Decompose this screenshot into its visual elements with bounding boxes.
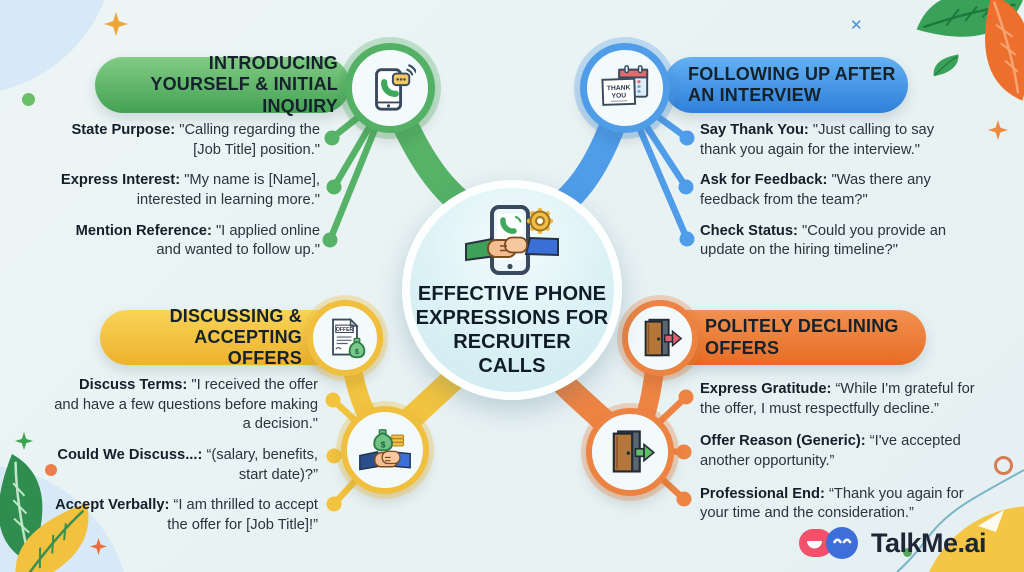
node-door-red bbox=[622, 300, 698, 376]
teal-curve bbox=[896, 469, 1024, 572]
leaf-icon bbox=[968, 0, 1024, 103]
talkme-logo-icon bbox=[799, 527, 858, 559]
list-item: State Purpose: "Calling regarding the [J… bbox=[56, 121, 320, 160]
center-title: EFFECTIVE PHONE EXPRESSIONS FOR RECRUITE… bbox=[416, 282, 609, 378]
door-exit-red-arrow-icon bbox=[644, 318, 683, 357]
section-header-following-up: FOLLOWING UP AFTER AN INTERVIEW bbox=[664, 57, 908, 113]
bullet-text: "My name is [Name], interested in learni… bbox=[136, 172, 320, 209]
money-handshake-icon: $ bbox=[359, 429, 411, 471]
section-header-introducing: INTRODUCING YOURSELF & INITIAL INQUIRY bbox=[95, 53, 350, 116]
center-title-line: CALLS bbox=[478, 355, 546, 377]
bullets-following-up: Say Thank You: "Just calling to say than… bbox=[700, 121, 960, 272]
list-item: Express Gratitude: “While I'm grateful f… bbox=[700, 380, 976, 419]
bullet-label: Express Gratitude: bbox=[700, 381, 832, 397]
section-header-offers: DISCUSSING & ACCEPTING OFFERS bbox=[100, 306, 352, 368]
section-title: POLITELY DECLINING OFFERS bbox=[705, 316, 899, 358]
node-money-handshake: $ bbox=[341, 406, 429, 494]
bullet-text: "I received the offer and have a few que… bbox=[54, 377, 318, 433]
cross-icon: ✕ bbox=[850, 17, 863, 34]
offer-letter-icon: OFFER $ bbox=[332, 317, 366, 359]
bullet-text: "Was there any feedback from the team?" bbox=[700, 172, 931, 209]
svg-text:YOU: YOU bbox=[611, 92, 626, 100]
bullet-label: Discuss Terms: bbox=[79, 377, 188, 393]
bullet-label: Could We Discuss...: bbox=[57, 447, 203, 464]
bullet-text: "Just calling to say thank you again for… bbox=[700, 122, 935, 158]
svg-text:$: $ bbox=[355, 347, 359, 356]
green-dot bbox=[903, 548, 912, 557]
bullet-label: Say Thank You: bbox=[700, 122, 809, 138]
bullets-declining: Express Gratitude: “While I'm grateful f… bbox=[700, 380, 976, 537]
node-door-green bbox=[586, 408, 674, 496]
leaf-icon bbox=[0, 498, 110, 572]
node-introducing bbox=[345, 43, 435, 133]
bullet-text: "Calling regarding the [Job Title] posit… bbox=[179, 122, 320, 158]
section-title: DISCUSSING & ACCEPTING OFFERS bbox=[169, 305, 302, 369]
section-title: INTRODUCING YOURSELF & INITIAL INQUIRY bbox=[150, 53, 338, 116]
phone-handshake-gear-icon bbox=[465, 205, 559, 275]
bullet-label: Check Status: bbox=[700, 222, 798, 239]
node-offer-letter: OFFER $ bbox=[307, 300, 383, 376]
bullet-text: "I applied online and wanted to follow u… bbox=[156, 222, 320, 259]
section-title: FOLLOWING UP AFTER AN INTERVIEW bbox=[688, 63, 896, 105]
center-title-line: EFFECTIVE PHONE bbox=[417, 283, 607, 305]
green-dot bbox=[22, 93, 35, 106]
svg-text:OFFER: OFFER bbox=[336, 327, 353, 333]
bullet-label: Mention Reference: bbox=[75, 222, 212, 239]
bullets-offers: Discuss Terms: "I received the offer and… bbox=[54, 376, 318, 547]
bullet-label: Express Interest: bbox=[60, 172, 181, 189]
list-item: Accept Verbally: “I am thrilled to accep… bbox=[54, 496, 318, 535]
bullet-text: “(salary, benefits, start date)?” bbox=[206, 447, 318, 483]
list-item: Say Thank You: "Just calling to say than… bbox=[700, 121, 960, 160]
bullet-label: State Purpose: bbox=[71, 122, 176, 138]
bullet-text: “Thank you again for your time and the c… bbox=[700, 485, 964, 522]
list-item: Professional End: “Thank you again for y… bbox=[700, 485, 976, 524]
bullet-label: Accept Verbally: bbox=[55, 497, 170, 514]
bullet-text: “While I'm grateful for the offer, I mus… bbox=[700, 381, 975, 417]
center-title-line: RECRUITER bbox=[453, 331, 571, 353]
center-hub: EFFECTIVE PHONE EXPRESSIONS FOR RECRUITE… bbox=[402, 180, 622, 400]
bullets-introducing: State Purpose: "Calling regarding the [J… bbox=[56, 121, 320, 272]
center-title-line: EXPRESSIONS FOR bbox=[415, 307, 609, 329]
list-item: Discuss Terms: "I received the offer and… bbox=[54, 376, 318, 435]
list-item: Express Interest: "My name is [Name], in… bbox=[56, 171, 320, 210]
orange-dot bbox=[45, 464, 57, 476]
ring-dot bbox=[994, 456, 1013, 475]
node-following-up: THANK YOU bbox=[580, 43, 670, 133]
brand-name: TalkMe.ai bbox=[871, 527, 987, 558]
bullet-label: Offer Reason (Generic): bbox=[700, 433, 866, 450]
list-item: Ask for Feedback: "Was there any feedbac… bbox=[700, 171, 960, 210]
list-item: Could We Discuss...: “(salary, benefits,… bbox=[54, 446, 318, 485]
smartphone-chat-icon bbox=[375, 64, 416, 111]
thank-you-calendar-icon: THANK YOU bbox=[601, 65, 649, 106]
svg-text:THANK: THANK bbox=[607, 84, 631, 92]
list-item: Mention Reference: "I applied online and… bbox=[56, 222, 320, 261]
list-item: Check Status: "Could you provide an upda… bbox=[700, 222, 960, 261]
bullet-text: "Could you provide an update on the hiri… bbox=[700, 222, 947, 259]
svg-text:$: $ bbox=[381, 440, 386, 450]
paper-plane-shape bbox=[978, 510, 1006, 541]
leaf-icon bbox=[929, 52, 963, 78]
list-item: Offer Reason (Generic): “I've accepted a… bbox=[700, 432, 976, 471]
bullet-label: Ask for Feedback: bbox=[700, 172, 828, 189]
bullet-text: “I've accepted another opportunity.” bbox=[700, 433, 961, 470]
bullet-label: Professional End: bbox=[700, 485, 825, 502]
brand-logo: TalkMe.ai bbox=[798, 524, 987, 562]
bullet-text: “I am thrilled to accept the offer for [… bbox=[167, 497, 318, 534]
door-exit-green-arrow-icon bbox=[612, 430, 656, 473]
